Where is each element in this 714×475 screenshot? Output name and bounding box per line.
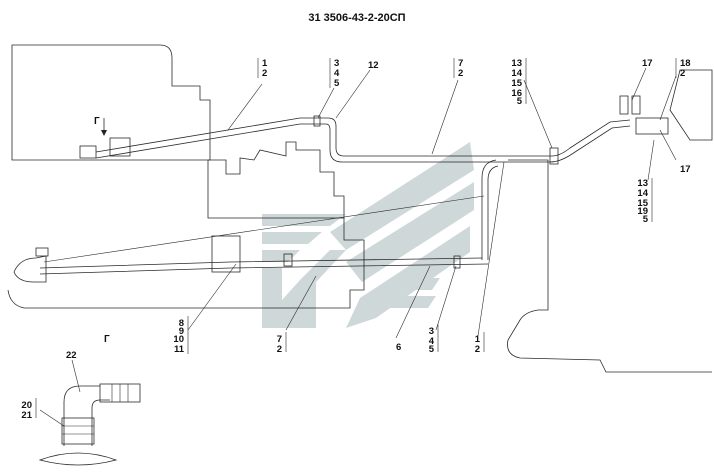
callout-11: 11 bbox=[174, 344, 185, 355]
callout-9: 9 bbox=[179, 326, 184, 337]
fuel-filter bbox=[211, 235, 241, 273]
callout-18-2: 2 bbox=[680, 68, 685, 79]
callout-10: 10 bbox=[173, 334, 184, 345]
detail-view-assembly bbox=[38, 359, 141, 466]
callout-17-top: 17 bbox=[642, 58, 653, 69]
rear-body-outline bbox=[507, 159, 712, 373]
callout-21: 21 bbox=[21, 410, 32, 421]
tank-fitting bbox=[79, 145, 97, 159]
fuel-pipe-diagonal bbox=[43, 195, 485, 263]
callout-18: 18 bbox=[680, 58, 691, 69]
callout-13-top: 13 bbox=[511, 58, 522, 69]
view-label: Г bbox=[104, 334, 110, 345]
valve-body-2 bbox=[631, 95, 641, 115]
callout-8: 8 bbox=[179, 318, 184, 329]
callout-22: 22 bbox=[66, 350, 77, 361]
callout-leaders bbox=[187, 67, 677, 339]
callout-7-2-top-b: 2 bbox=[458, 68, 463, 79]
callout-1-2-top-a: 1 bbox=[262, 58, 268, 69]
fuel-pipe-upper bbox=[95, 117, 631, 157]
callout-17-right: 17 bbox=[680, 164, 691, 175]
pump-assembly bbox=[635, 117, 669, 135]
callout-1-bottom: 1 bbox=[475, 334, 481, 345]
callout-3-bottom: 3 bbox=[429, 326, 434, 337]
fuel-pipe-vertical bbox=[481, 159, 497, 260]
fuel-pipe-vertical-2 bbox=[487, 165, 499, 260]
callout-1-2-top-b: 2 bbox=[262, 68, 267, 79]
frame-outline bbox=[7, 218, 365, 309]
view-arrow-head bbox=[101, 130, 107, 136]
callout-3-4-5-top-b: 4 bbox=[334, 68, 340, 79]
fuel-pipe-upper-2 bbox=[95, 123, 631, 163]
callout-15-top: 15 bbox=[511, 78, 522, 89]
fuel-pipe-lower-2 bbox=[39, 263, 489, 275]
pipe-coupling bbox=[453, 255, 461, 269]
fuel-pipe-lower bbox=[39, 257, 483, 269]
callout-5-bottom: 5 bbox=[429, 344, 435, 355]
pipe-joint bbox=[549, 147, 559, 165]
callout-13-right: 13 bbox=[637, 178, 648, 189]
callout-14-right: 14 bbox=[637, 188, 648, 199]
callout-12: 12 bbox=[368, 60, 379, 71]
filler-neck bbox=[35, 247, 49, 257]
engine-outline bbox=[207, 141, 345, 219]
valve-body bbox=[619, 95, 629, 115]
callout-19-right: 19 bbox=[637, 206, 648, 217]
callout-14-top: 14 bbox=[511, 68, 522, 79]
pipe-clamp bbox=[283, 253, 293, 267]
callout-4-bottom: 4 bbox=[429, 336, 435, 347]
pipe-clip bbox=[313, 115, 321, 127]
callout-16-top: 16 bbox=[511, 88, 522, 99]
filler-cap bbox=[13, 255, 47, 283]
callout-2-bottom-b: 2 bbox=[475, 344, 480, 355]
callout-bars bbox=[35, 58, 677, 418]
callout-7-bottom: 7 bbox=[277, 334, 282, 345]
callout-7-2-top-a: 7 bbox=[458, 58, 463, 69]
view-marker: Г bbox=[94, 116, 100, 127]
callout-3-4-5-top-a: 3 bbox=[334, 58, 339, 69]
callout-5-top: 5 bbox=[517, 96, 523, 107]
callout-5-right: 5 bbox=[643, 214, 649, 225]
cab-outline bbox=[11, 44, 211, 161]
fuel-valve bbox=[109, 137, 131, 157]
callout-15-right: 15 bbox=[637, 198, 648, 209]
cab-right-outline bbox=[669, 69, 713, 141]
callout-2-bottom: 2 bbox=[277, 344, 282, 355]
watermark-logo bbox=[262, 142, 474, 328]
callout-3-4-5-top-c: 5 bbox=[334, 78, 340, 89]
callout-20: 20 bbox=[21, 400, 32, 411]
callout-6: 6 bbox=[396, 342, 401, 353]
drawing-title: 31 3506-43-2-20СП bbox=[308, 12, 405, 24]
